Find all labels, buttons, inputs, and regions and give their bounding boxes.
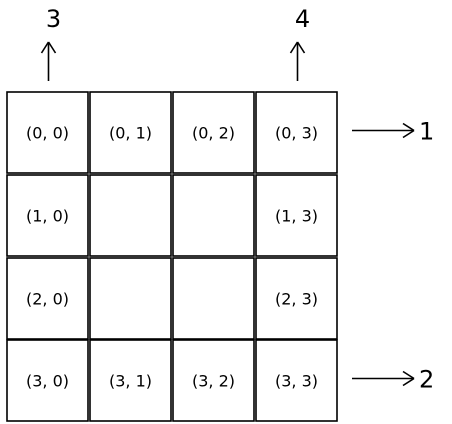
grid-cell-label: (0, 3)	[275, 124, 318, 143]
grid-cell-box	[172, 339, 255, 422]
grid-cell-box	[89, 339, 172, 422]
arrow-head	[402, 122, 415, 132]
grid-cell-box	[6, 91, 89, 174]
arrow-4: 4	[289, 5, 310, 81]
grid-cell-label: (2, 3)	[275, 290, 318, 309]
grid-cell-box	[89, 257, 172, 340]
arrow-head	[402, 370, 415, 380]
grid-cell-box	[89, 174, 172, 257]
grid-cell: (1, 3)	[255, 174, 338, 257]
arrow-head	[402, 377, 415, 387]
arrow-label: 4	[295, 5, 310, 33]
grid-cell: (1, 0)	[6, 174, 89, 257]
grid-cell-label: (3, 0)	[26, 372, 69, 391]
grid-cell-label: (0, 2)	[192, 124, 235, 143]
grid-cell-box	[6, 339, 89, 422]
arrow-head	[402, 129, 415, 139]
grid-cell-label: (0, 0)	[26, 124, 69, 143]
grid-cell	[172, 174, 255, 257]
grid-cell	[89, 174, 172, 257]
grid-cell-label: (3, 2)	[192, 372, 235, 391]
arrow-3: 3	[40, 5, 61, 81]
grid-cell-box	[255, 339, 338, 422]
grid-cell-box	[6, 174, 89, 257]
grid-cell-box	[255, 91, 338, 174]
arrow-label: 2	[419, 366, 434, 394]
grid-cell-label: (3, 3)	[275, 372, 318, 391]
grid-cell-label: (1, 0)	[26, 207, 69, 226]
arrow-label: 3	[46, 5, 61, 33]
grid-cell-box	[255, 174, 338, 257]
grid-cell: (0, 2)	[172, 91, 255, 174]
grid-cell-box	[172, 174, 255, 257]
grid-cell	[89, 257, 172, 340]
grid-cell-label: (0, 1)	[109, 124, 152, 143]
arrow-head	[40, 41, 50, 54]
grid-cell	[172, 257, 255, 340]
grid-cell-box	[89, 91, 172, 174]
grid-cell-box	[172, 91, 255, 174]
grid-cell-label: (3, 1)	[109, 372, 152, 391]
arrow-label: 1	[419, 118, 434, 146]
grid-cell: (3, 3)	[255, 339, 338, 422]
grid-cell-box	[6, 257, 89, 340]
grid-cell: (0, 3)	[255, 91, 338, 174]
grid-cell-box	[255, 257, 338, 340]
arrow-2: 2	[352, 366, 434, 394]
grid-cell: (3, 2)	[172, 339, 255, 422]
grid-cell-box	[172, 257, 255, 340]
grid-cell: (0, 0)	[6, 91, 89, 174]
grid-cell: (2, 0)	[6, 257, 89, 340]
grid-cell-label: (1, 3)	[275, 207, 318, 226]
direction-arrows: 1 2 3 4	[40, 5, 434, 394]
grid-cells: (0, 0) (0, 1) (0, 2) (0, 3) (1, 0) (1, 3) (2, …	[6, 91, 338, 422]
arrow-head	[47, 41, 57, 54]
grid-cell-label: (2, 0)	[26, 290, 69, 309]
grid-cell: (3, 0)	[6, 339, 89, 422]
arrow-head	[296, 41, 306, 54]
grid-cell: (3, 1)	[89, 339, 172, 422]
arrow-1: 1	[352, 118, 434, 146]
grid-cell: (2, 3)	[255, 257, 338, 340]
grid-cell: (0, 1)	[89, 91, 172, 174]
arrow-head	[289, 41, 299, 54]
